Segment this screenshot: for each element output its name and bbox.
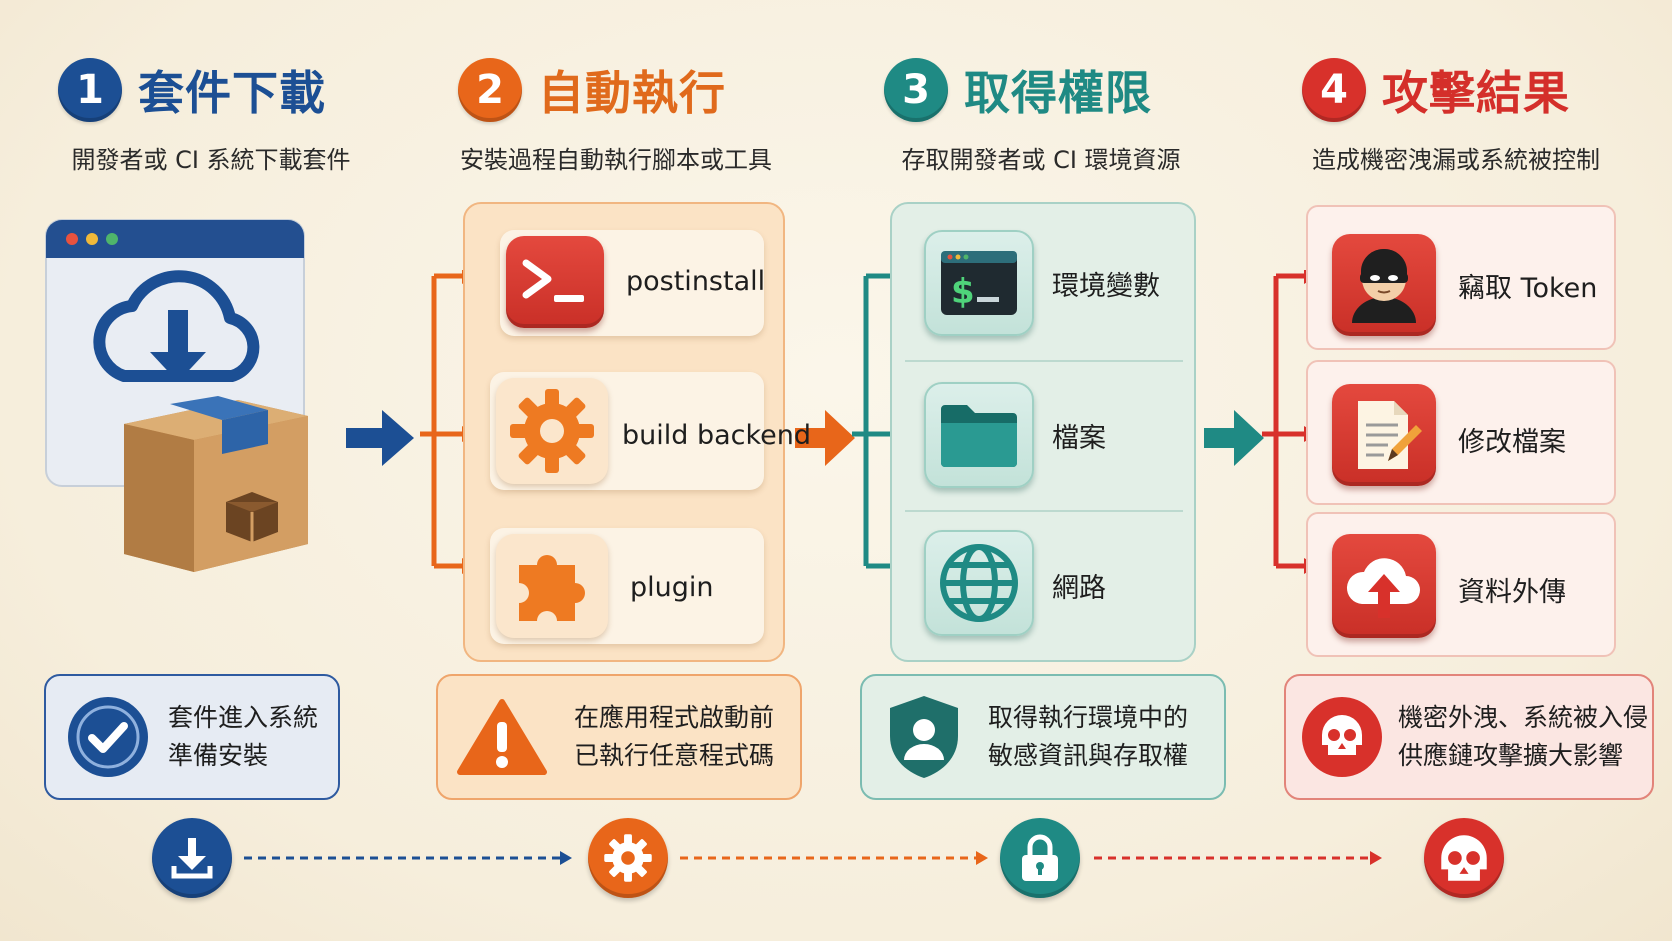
- note-stage-4: 機密外洩、系統被入侵 供應鏈攻擊擴大影響: [1284, 674, 1654, 800]
- arrow-right-icon: [795, 410, 857, 466]
- shield-user-icon: [884, 692, 964, 782]
- note-line: 準備安裝: [168, 741, 269, 770]
- stage-1-header: 1 套件下載: [58, 58, 326, 122]
- stage-3-subtitle: 存取開發者或 CI 環境資源: [901, 146, 1181, 174]
- access-item-label: 檔案: [1052, 423, 1106, 454]
- svg-text:$: $: [951, 272, 975, 312]
- terminal-icon: [506, 236, 604, 328]
- stage-2-title: 自動執行: [538, 66, 726, 120]
- skull-icon: [1424, 818, 1504, 898]
- cloud-upload-icon: [1332, 534, 1436, 638]
- folder-icon: [924, 382, 1034, 488]
- access-item-label: 環境變數: [1052, 271, 1160, 302]
- stage-2-subtitle: 安裝過程自動執行腳本或工具: [460, 146, 772, 174]
- puzzle-icon: [496, 534, 608, 638]
- execution-item-label: postinstall: [626, 266, 766, 297]
- stage-1-title: 套件下載: [138, 66, 326, 120]
- access-item-label: 網路: [1052, 573, 1106, 604]
- stage-2-number: 2: [458, 58, 522, 122]
- stage-2-header: 2 自動執行: [458, 58, 726, 122]
- edit-document-icon: [1332, 384, 1436, 486]
- thief-icon: [1332, 234, 1436, 336]
- skull-icon: [1300, 695, 1384, 779]
- note-line: 供應鏈攻擊擴大影響: [1398, 741, 1624, 770]
- gear-icon: [588, 818, 668, 898]
- note-stage-2: 在應用程式啟動前 已執行任意程式碼: [436, 674, 802, 800]
- download-icon: [152, 818, 232, 898]
- stage-1-subtitle: 開發者或 CI 系統下載套件: [71, 146, 351, 174]
- stage-4-header: 4 攻擊結果: [1302, 58, 1570, 122]
- lock-icon: [1000, 818, 1080, 898]
- result-item-label: 資料外傳: [1458, 577, 1566, 608]
- note-line: 已執行任意程式碼: [574, 741, 775, 770]
- note-line: 套件進入系統: [168, 703, 319, 732]
- divider: [905, 510, 1183, 512]
- note-line: 敏感資訊與存取權: [988, 741, 1189, 770]
- note-line: 機密外洩、系統被入侵: [1398, 703, 1649, 732]
- stage-4-number: 4: [1302, 58, 1366, 122]
- note-line: 取得執行環境中的: [988, 703, 1189, 732]
- arrow-right-icon: [346, 410, 416, 466]
- stage-1-number: 1: [58, 58, 122, 122]
- terminal-dollar-icon: $: [924, 230, 1034, 336]
- globe-icon: [924, 530, 1034, 636]
- warning-icon: [456, 696, 548, 778]
- execution-item-label: plugin: [630, 572, 714, 603]
- stage-3-title: 取得權限: [964, 66, 1152, 120]
- gear-icon: [496, 378, 608, 484]
- note-line: 在應用程式啟動前: [574, 703, 775, 732]
- result-item-label: 竊取 Token: [1458, 273, 1598, 304]
- stage-4-subtitle: 造成機密洩漏或系統被控制: [1312, 146, 1600, 174]
- check-icon: [66, 695, 150, 779]
- note-stage-3: 取得執行環境中的 敏感資訊與存取權: [860, 674, 1226, 800]
- divider: [905, 360, 1183, 362]
- note-stage-1: 套件進入系統 準備安裝: [44, 674, 340, 800]
- stage-4-title: 攻擊結果: [1382, 66, 1570, 120]
- arrow-right-icon: [1204, 410, 1266, 466]
- execution-item-label: build backend: [622, 420, 812, 451]
- stage-3-header: 3 取得權限: [884, 58, 1152, 122]
- stage-3-number: 3: [884, 58, 948, 122]
- result-item-label: 修改檔案: [1458, 427, 1566, 458]
- package-box-icon: [118, 394, 314, 578]
